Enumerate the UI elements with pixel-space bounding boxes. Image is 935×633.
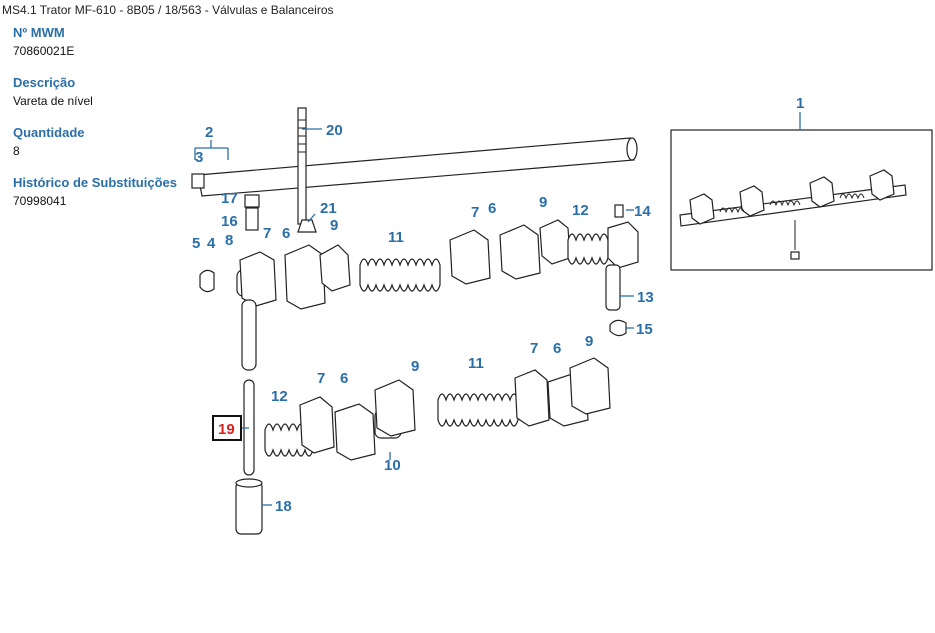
history-label: Histórico de Substituições [13,175,177,190]
quantity-label: Quantidade [13,125,85,140]
callout-11-lower[interactable]: 11 [468,355,484,372]
callout-7-upper-right[interactable]: 7 [471,204,479,221]
callout-11-upper[interactable]: 11 [388,229,404,246]
mwm-group: Nº MWM 70860021E [13,25,193,75]
quantity-group: Quantidade 8 [13,125,193,175]
description-group: Descrição Vareta de nível [13,75,193,125]
callout-9-lower-right[interactable]: 9 [585,333,593,350]
stud-bolt [297,107,307,225]
callout-14[interactable]: 14 [634,203,651,220]
callout-6-lower-right[interactable]: 6 [553,340,561,357]
assembly-inset [670,129,933,271]
callout-21[interactable]: 21 [320,200,337,217]
callout-17[interactable]: 17 [221,190,238,207]
leader-lines [194,112,801,506]
mwm-value: 70860021E [13,44,75,58]
breadcrumb: MS4.1 Trator MF-610 - 8B05 / 18/563 - Vá… [2,3,334,17]
callout-16[interactable]: 16 [221,213,238,230]
callout-9-upper-left[interactable]: 9 [330,217,338,234]
history-group: Histórico de Substituições 70998041 [13,175,193,225]
description-value: Vareta de nível [13,94,93,108]
callout-4[interactable]: 4 [207,235,216,252]
callout-9-upper-right[interactable]: 9 [539,194,547,211]
callout-5[interactable]: 5 [192,235,200,252]
callout-12-lower[interactable]: 12 [271,388,288,405]
lower-rocker-row [264,357,611,461]
callout-10[interactable]: 10 [384,457,401,474]
callout-6-upper-right[interactable]: 6 [488,200,496,217]
exploded-parts-diagram: 1 2 3 4 5 6 6 6 6 7 7 7 7 8 9 9 9 9 10 1… [191,95,933,535]
part-info-panel: Nº MWM 70860021E Descrição Vareta de nív… [13,25,193,225]
callout-7-upper-left[interactable]: 7 [263,225,271,242]
history-value: 70998041 [13,194,67,208]
callout-15[interactable]: 15 [636,321,653,338]
callout-9-lower-left[interactable]: 9 [411,358,419,375]
callout-6-upper-left[interactable]: 6 [282,225,290,242]
description-label: Descrição [13,75,76,90]
callout-13[interactable]: 13 [637,289,654,306]
callout-19[interactable]: 19 [218,421,235,438]
quantity-value: 8 [13,144,20,158]
callout-1[interactable]: 1 [796,95,804,112]
callouts: 1 2 3 4 5 6 6 6 6 7 7 7 7 8 9 9 9 9 10 1… [192,95,804,515]
callout-2[interactable]: 2 [205,124,213,141]
callout-7-lower-left[interactable]: 7 [317,370,325,387]
callout-7-lower-right[interactable]: 7 [530,340,538,357]
rocker-shaft [191,137,638,197]
callout-8[interactable]: 8 [225,232,233,249]
callout-3[interactable]: 3 [195,149,203,166]
callout-6-lower-left[interactable]: 6 [340,370,348,387]
callout-19-selected[interactable]: 19 [212,415,242,441]
upper-rocker-row [199,194,639,337]
callout-18[interactable]: 18 [275,498,292,515]
callout-12-upper[interactable]: 12 [572,202,589,219]
callout-20[interactable]: 20 [326,122,343,139]
mwm-label: Nº MWM [13,25,65,40]
